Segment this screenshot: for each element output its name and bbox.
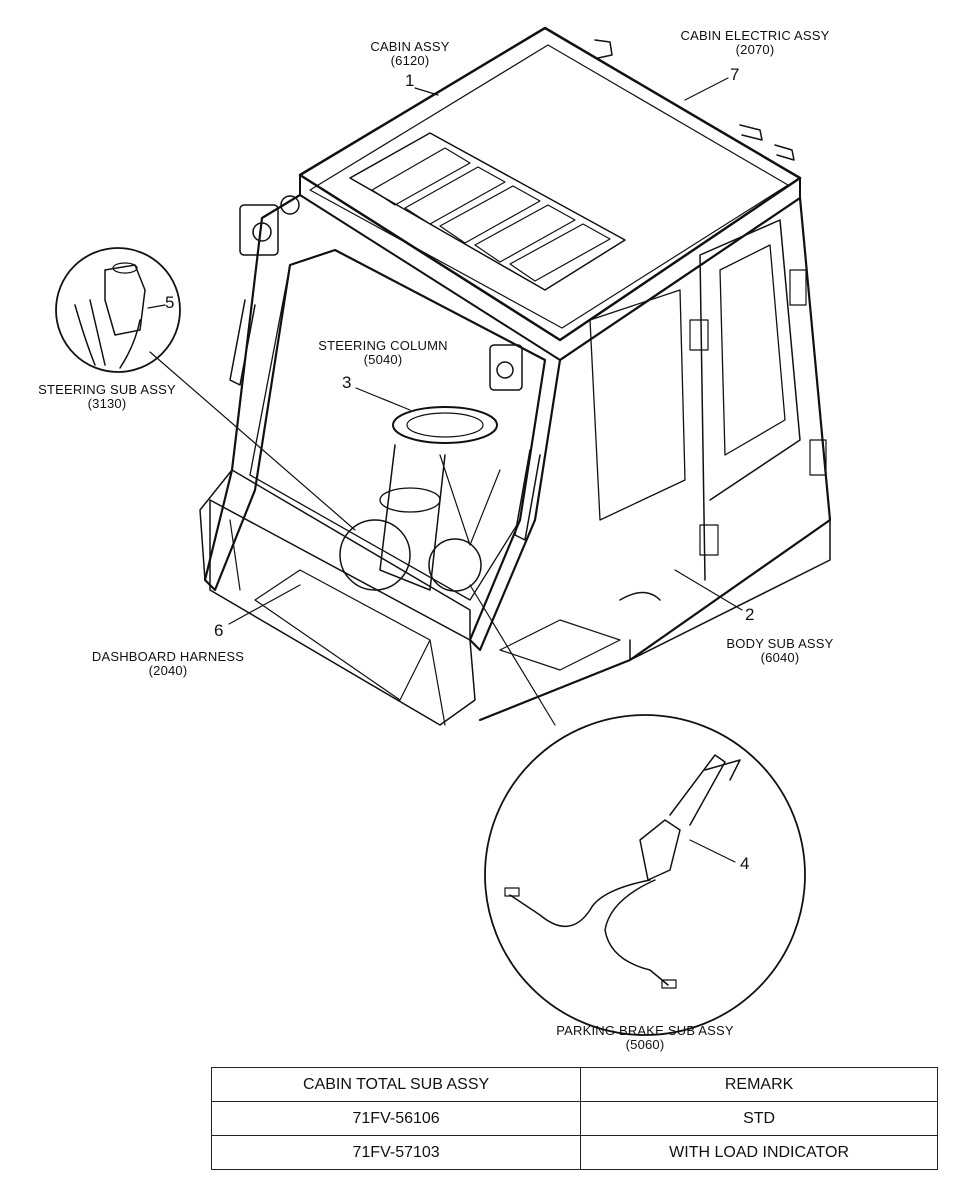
parts-table-cell-part: 71FV-57103 [210,1135,582,1170]
label-steering-sub-assy-name: STEERING SUB ASSY [38,382,176,397]
callout-4: 4 [740,854,750,873]
parts-table-cell-remark: STD [580,1101,938,1136]
cabin-side-body [478,196,832,722]
parts-table-header-remark: REMARK [580,1067,938,1102]
label-steering-column-code: (5040) [363,352,403,367]
label-steering-sub-assy: STEERING SUB ASSY (3130) [28,383,186,411]
callout-6: 6 [214,621,224,640]
cabin-roof [280,26,802,361]
label-cabin-assy: CABIN ASSY (6120) [350,40,470,68]
label-cabin-assy-name: CABIN ASSY [370,39,450,54]
label-dashboard-harness-code: (2040) [148,663,188,678]
steering-sub-assy-inset [55,247,356,531]
label-cabin-assy-code: (6120) [390,53,430,68]
label-steering-sub-assy-code: (3130) [87,396,127,411]
steering-column [379,406,501,591]
callout-2: 2 [745,605,755,624]
detail-circles [339,519,556,726]
callout-5: 5 [165,293,175,312]
callout-3: 3 [342,373,352,392]
callout-1: 1 [405,71,415,90]
label-body-sub-assy-name: BODY SUB ASSY [726,636,834,651]
parts-table: CABIN TOTAL SUB ASSY REMARK 71FV-56106 S… [210,1067,938,1170]
leader-lines [147,77,743,625]
parking-brake-inset [484,714,806,1036]
label-cabin-electric-assy: CABIN ELECTRIC ASSY (2070) [670,29,840,57]
cabin-front-frame [199,193,562,726]
label-parking-brake-sub-assy-code: (5060) [625,1037,665,1052]
label-steering-column-name: STEERING COLUMN [318,338,448,353]
label-parking-brake-sub-assy: PARKING BRAKE SUB ASSY (5060) [545,1024,745,1052]
callout-7: 7 [730,65,740,84]
table-row: 71FV-57103 WITH LOAD INDICATOR [210,1135,938,1170]
label-cabin-electric-assy-code: (2070) [735,42,775,57]
label-parking-brake-sub-assy-name: PARKING BRAKE SUB ASSY [556,1023,734,1038]
label-body-sub-assy: BODY SUB ASSY (6040) [718,637,842,665]
label-body-sub-assy-code: (6040) [760,650,800,665]
parts-table-header-row: CABIN TOTAL SUB ASSY REMARK [210,1067,938,1102]
label-dashboard-harness: DASHBOARD HARNESS (2040) [82,650,254,678]
cabin-exploded-drawing [55,26,832,1036]
label-steering-column: STEERING COLUMN (5040) [308,339,458,367]
label-cabin-electric-assy-name: CABIN ELECTRIC ASSY [680,28,830,43]
parts-table-cell-part: 71FV-56106 [210,1101,582,1136]
parts-table-header-sub-assy: CABIN TOTAL SUB ASSY [210,1067,582,1102]
table-row: 71FV-56106 STD [210,1101,938,1136]
label-dashboard-harness-name: DASHBOARD HARNESS [91,649,245,664]
parts-table-cell-remark: WITH LOAD INDICATOR [580,1135,938,1170]
